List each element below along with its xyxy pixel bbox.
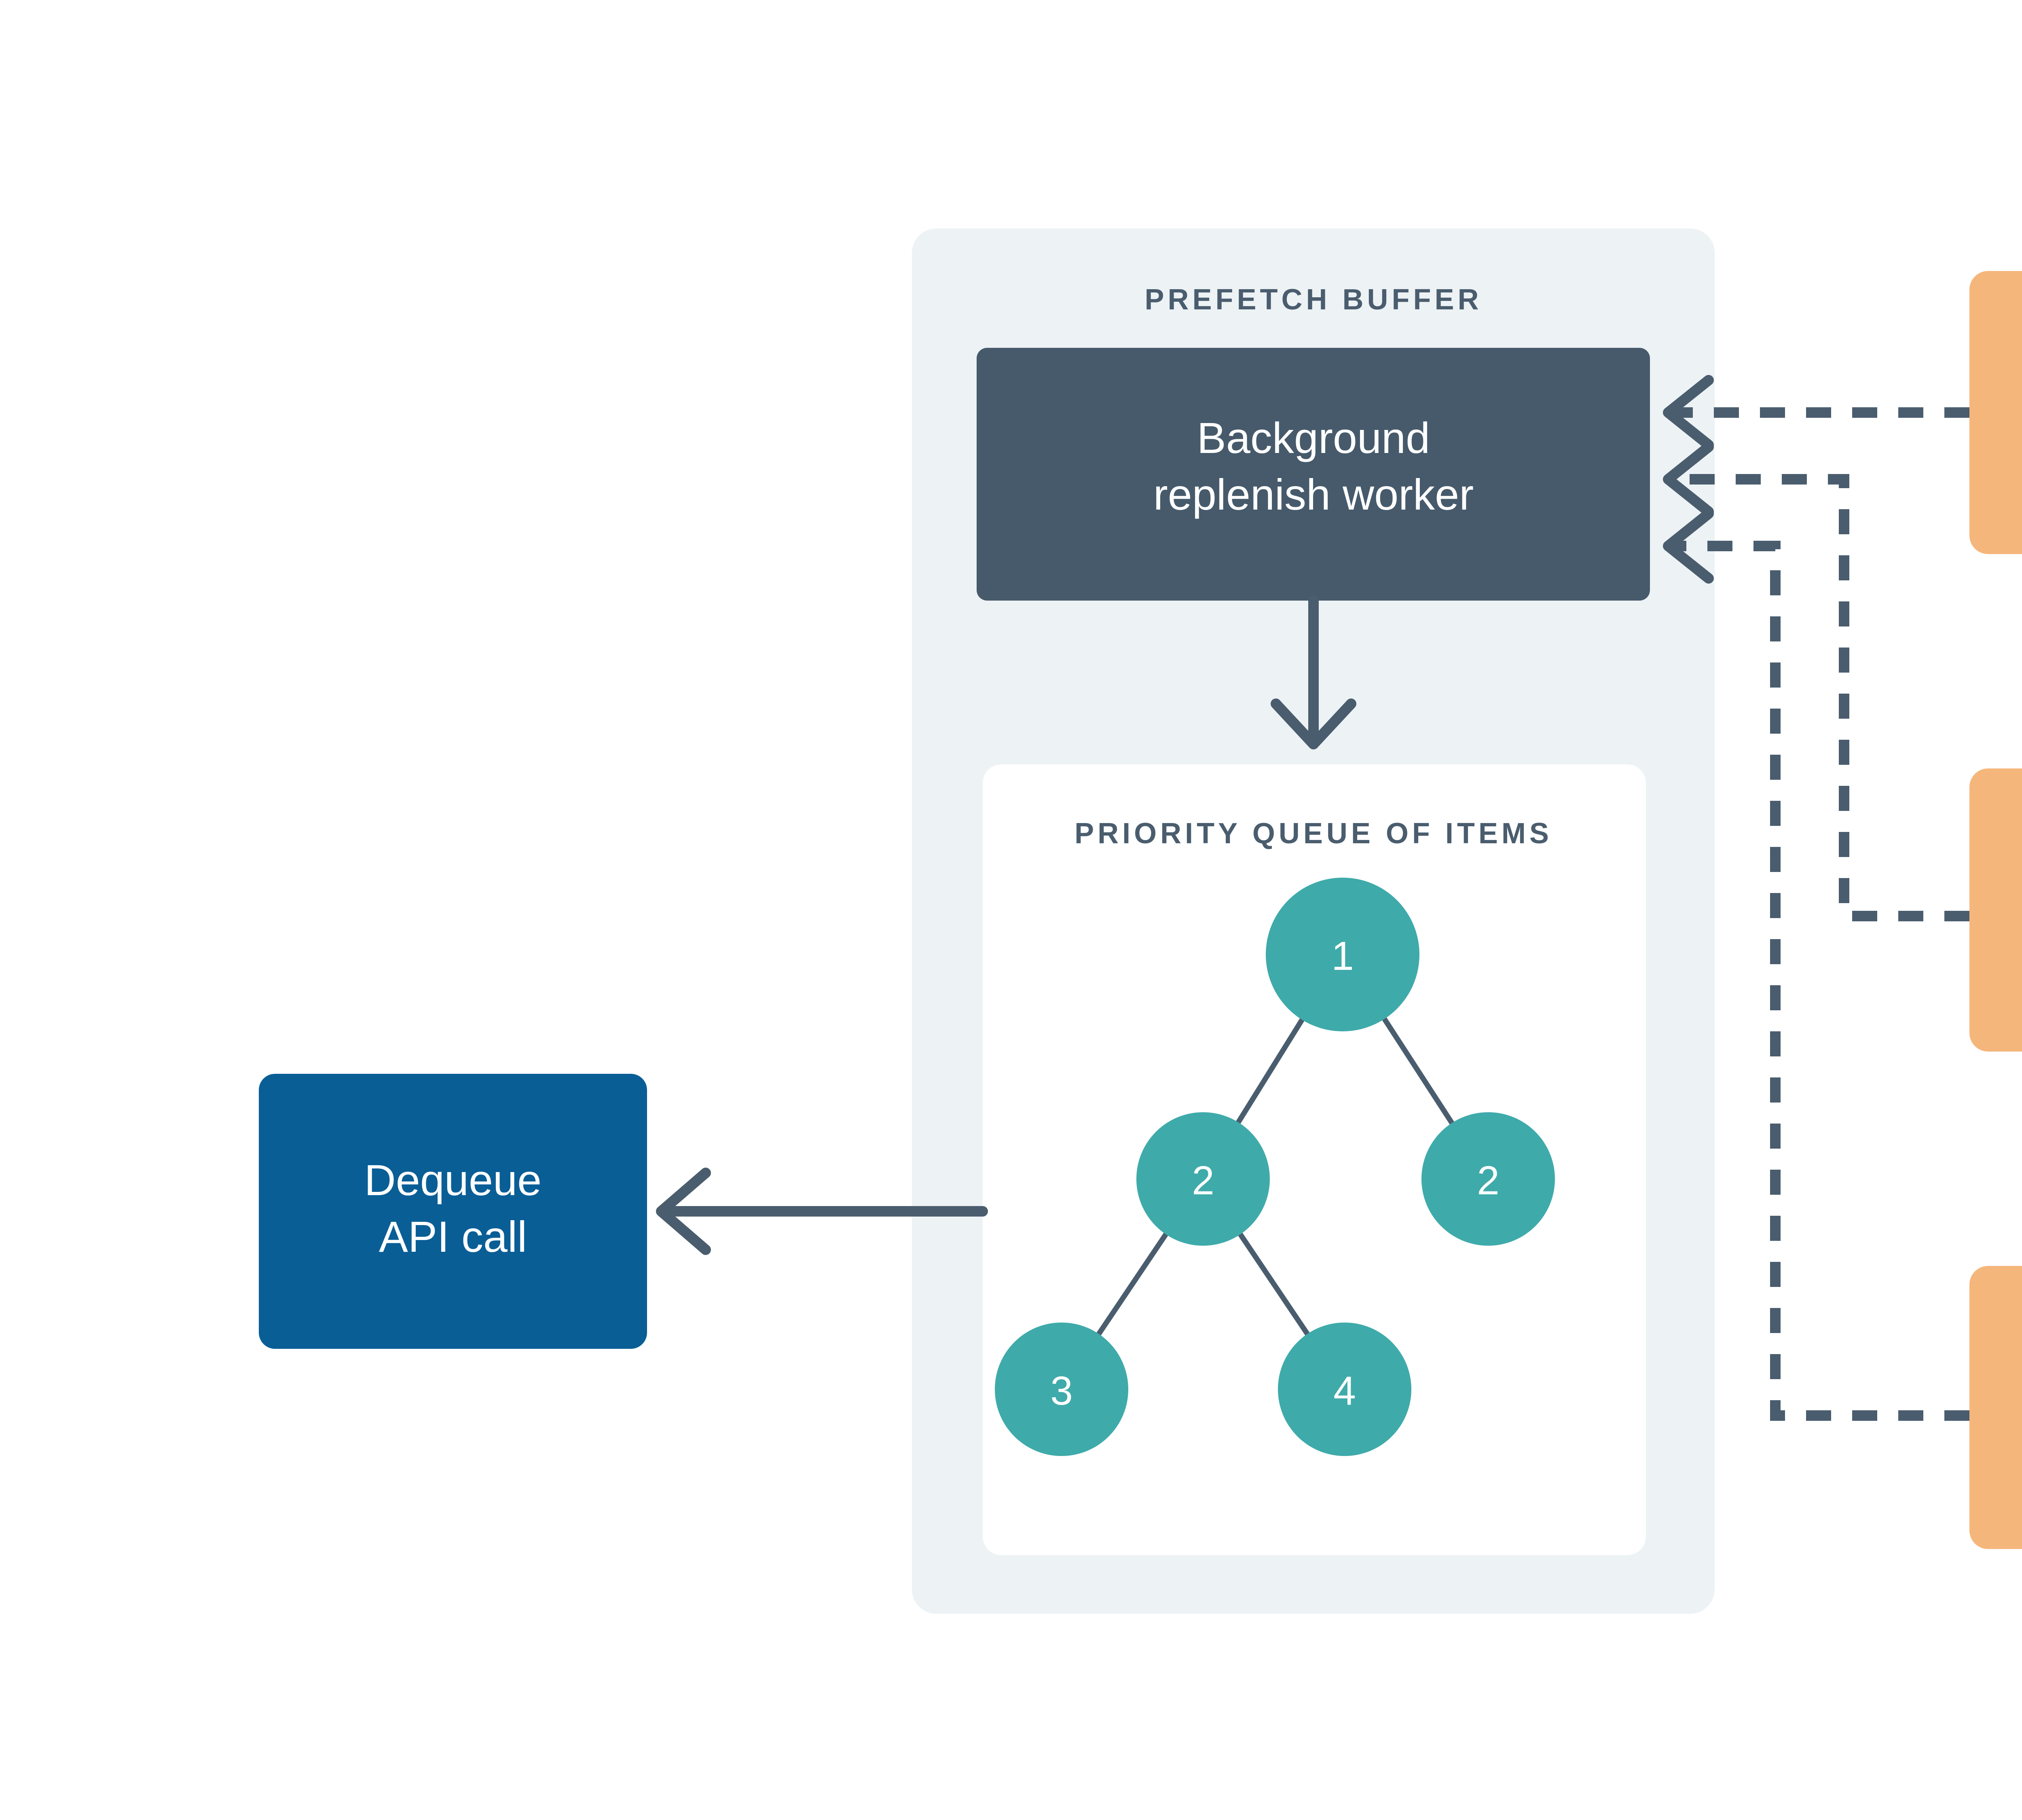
priority-queue-card: PRIORITY QUEUE OF ITEMS 1 2 2 [983,764,1646,1555]
node-label-lr: 4 [1333,1368,1356,1414]
api-call-rect[interactable] [259,1074,647,1349]
node-circle-lr[interactable] [1278,1323,1411,1456]
worker-3-rect[interactable] [1969,1266,2022,1549]
replenish-worker-label-line1: Background [1197,413,1430,462]
priority-queue-node-left[interactable]: 2 [1136,1112,1270,1246]
node-circle-right[interactable] [1421,1112,1555,1246]
node-circle-left[interactable] [1136,1112,1270,1246]
feedback-path-worker-2 [1676,474,1969,921]
priority-queue-node-ll[interactable]: 3 [995,1323,1128,1456]
priority-queue-caption: PRIORITY QUEUE OF ITEMS [1074,817,1552,850]
prefetch-buffer-caption: PREFETCH BUFFER [1145,284,1483,316]
feedback-arrowhead-worker-3 [1663,508,1714,584]
node-label-ll: 3 [1050,1368,1073,1414]
priority-queue-node-right[interactable]: 2 [1421,1112,1555,1246]
dequeue-worker-2[interactable]: Dequeue worker [1969,768,2022,1052]
dequeue-api-call-box[interactable]: Dequeue API call [259,1074,647,1349]
prefetch-buffer-panel: PREFETCH BUFFER Background replenish wor… [912,229,1715,1614]
node-label-right: 2 [1477,1158,1500,1203]
api-call-label-line2: API call [379,1212,527,1261]
worker-feedback-arrows [1663,375,1969,1421]
queue-to-api-arrow [656,1168,988,1255]
node-circle-root[interactable] [1266,878,1419,1031]
replenish-worker-label-line2: replenish worker [1153,470,1474,519]
priority-queue-node-root[interactable]: 1 [1266,878,1419,1031]
replenish-to-queue-arrow [1271,595,1356,749]
dequeue-worker-1[interactable]: Dequeue worker [1969,271,2022,554]
node-label-root: 1 [1331,933,1354,979]
node-circle-ll[interactable] [995,1323,1128,1456]
worker-1-rect[interactable] [1969,271,2022,554]
priority-queue-background [983,764,1646,1555]
worker-2-rect[interactable] [1969,768,2022,1052]
replenish-worker-rect[interactable] [977,348,1650,601]
feedback-path-worker-3 [1676,541,1969,1421]
node-label-left: 2 [1192,1158,1214,1203]
api-call-label-line1: Dequeue [364,1155,541,1204]
background-replenish-worker-box[interactable]: Background replenish worker [977,348,1650,601]
dequeue-worker-3[interactable]: Dequeue worker [1969,1266,2022,1549]
feedback-arrowhead-worker-1 [1663,375,1714,450]
feedback-arrowhead-worker-2 [1663,442,1714,517]
priority-queue-node-lr[interactable]: 4 [1278,1323,1411,1456]
